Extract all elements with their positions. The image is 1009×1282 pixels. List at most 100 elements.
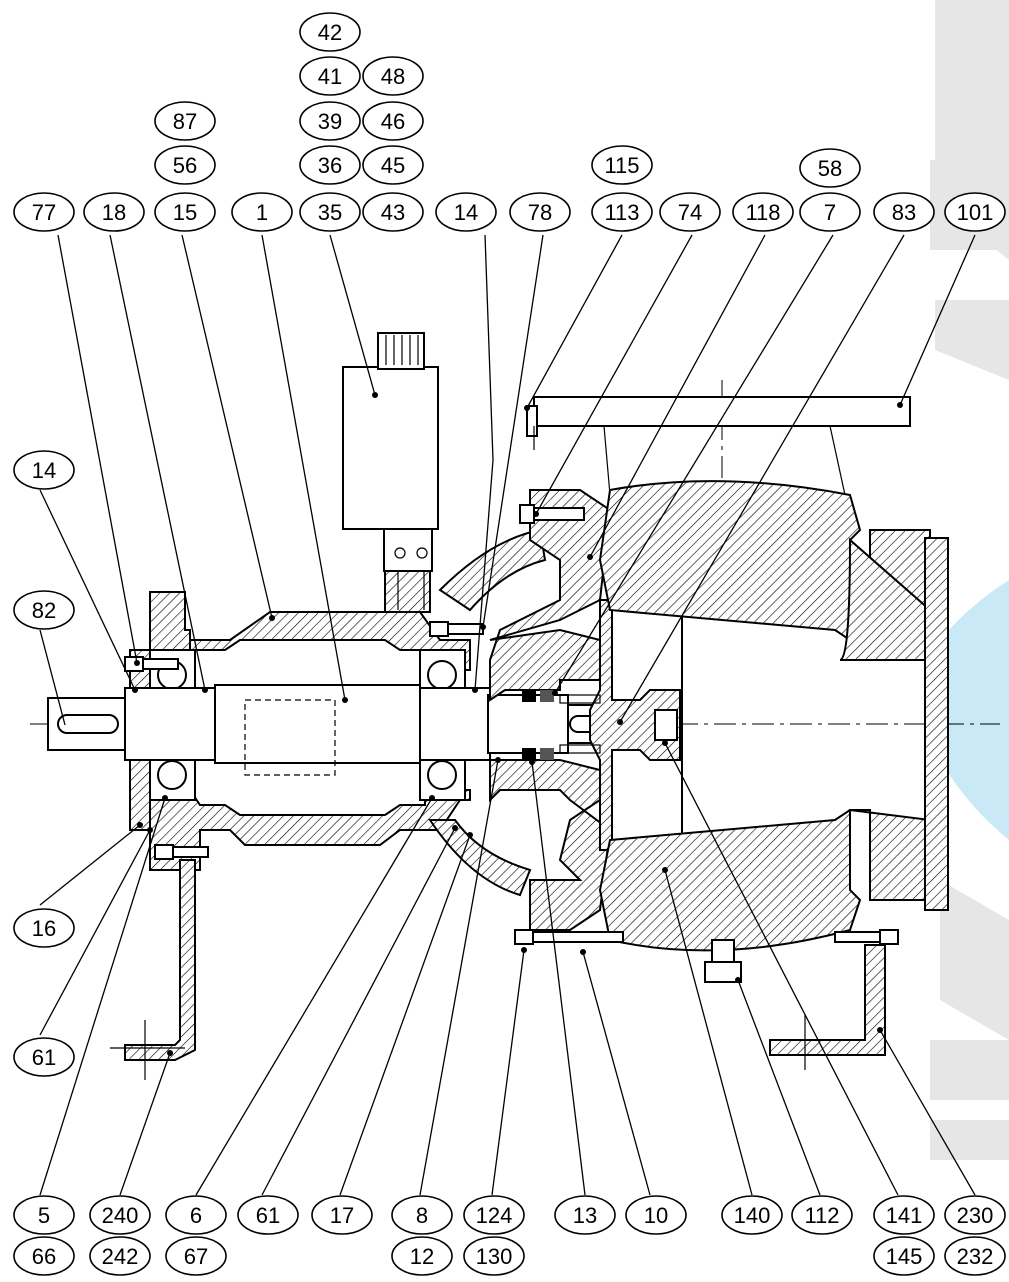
callout-label: 130 <box>476 1244 513 1269</box>
callout-label: 77 <box>32 200 56 225</box>
callout-77: 77 <box>13 192 75 232</box>
callout-label: 61 <box>32 1045 56 1070</box>
callout-label: 124 <box>476 1203 513 1228</box>
callout-36: 36 <box>299 145 361 185</box>
callout-label: 48 <box>381 64 405 89</box>
callout-label: 13 <box>573 1203 597 1228</box>
callout-74: 74 <box>659 192 721 232</box>
callout-label: 18 <box>102 200 126 225</box>
callout-15: 15 <box>154 192 216 232</box>
callout-141: 141 <box>873 1195 935 1235</box>
callout-48: 48 <box>362 56 424 96</box>
callout-78: 78 <box>509 192 571 232</box>
callout-label: 113 <box>604 200 639 225</box>
callout-label: 87 <box>173 109 197 134</box>
leader-lines <box>39 234 976 1196</box>
callout-label: 1 <box>256 200 268 225</box>
callout-145: 145 <box>873 1236 935 1276</box>
callout-label: 58 <box>818 156 842 181</box>
support-frame <box>526 396 911 496</box>
callout-14-top: 14 <box>435 192 497 232</box>
callout-7: 7 <box>799 192 861 232</box>
callout-18: 18 <box>83 192 145 232</box>
watermark-logo <box>930 0 1009 1160</box>
callout-35: 35 <box>299 192 361 232</box>
callout-66: 66 <box>13 1236 75 1276</box>
callout-label: 118 <box>745 200 780 225</box>
callout-87: 87 <box>154 101 216 141</box>
callout-82: 82 <box>13 590 75 630</box>
callout-17: 17 <box>311 1195 373 1235</box>
callout-83: 83 <box>873 192 935 232</box>
callout-6: 6 <box>165 1195 227 1235</box>
callout-10: 10 <box>625 1195 687 1235</box>
sensor-unit <box>342 332 439 610</box>
callout-12: 12 <box>391 1236 453 1276</box>
callout-label: 242 <box>102 1244 139 1269</box>
callout-label: 145 <box>886 1244 923 1269</box>
callout-39: 39 <box>299 101 361 141</box>
callout-label: 14 <box>32 458 56 483</box>
bracket-foot <box>124 859 196 1061</box>
callout-label: 67 <box>184 1244 208 1269</box>
callout-242: 242 <box>89 1236 151 1276</box>
callout-label: 10 <box>644 1203 668 1228</box>
callout-label: 82 <box>32 598 56 623</box>
callout-label: 66 <box>32 1244 56 1269</box>
callout-56: 56 <box>154 145 216 185</box>
callout-61-bottom: 61 <box>237 1195 299 1235</box>
callout-43: 43 <box>362 192 424 232</box>
callout-101: 101 <box>944 192 1006 232</box>
callout-115: 115 <box>591 145 653 185</box>
callout-124: 124 <box>463 1195 525 1235</box>
callout-8: 8 <box>391 1195 453 1235</box>
callout-label: 45 <box>381 153 405 178</box>
callout-label: 42 <box>318 20 342 45</box>
callout-label: 16 <box>32 916 56 941</box>
mechanical-seal <box>522 690 601 760</box>
callout-label: 17 <box>330 1203 354 1228</box>
callout-1: 1 <box>231 192 293 232</box>
callout-label: 112 <box>804 1203 839 1228</box>
callout-label: 39 <box>318 109 342 134</box>
callout-16: 16 <box>13 908 75 948</box>
callout-label: 115 <box>604 153 639 178</box>
callout-bubbles: 42 41 48 87 39 46 56 36 45 115 58 77 18 … <box>13 12 1006 1276</box>
callout-label: 14 <box>454 200 478 225</box>
callout-label: 240 <box>102 1203 139 1228</box>
callout-140: 140 <box>721 1195 783 1235</box>
callout-113: 113 <box>591 192 653 232</box>
callout-label: 35 <box>318 200 342 225</box>
callout-label: 141 <box>886 1203 923 1228</box>
callout-label: 78 <box>528 200 552 225</box>
callout-61-left: 61 <box>13 1037 75 1077</box>
callout-67: 67 <box>165 1236 227 1276</box>
adapter-arc <box>438 528 547 612</box>
callout-label: 232 <box>957 1244 994 1269</box>
callout-14-left: 14 <box>13 450 75 490</box>
callout-label: 140 <box>734 1203 771 1228</box>
callout-45: 45 <box>362 145 424 185</box>
callout-41: 41 <box>299 56 361 96</box>
callout-label: 41 <box>318 64 342 89</box>
callout-230: 230 <box>944 1195 1006 1235</box>
shaft <box>47 684 659 776</box>
callout-58: 58 <box>799 148 861 188</box>
callout-label: 101 <box>957 200 994 225</box>
callout-42: 42 <box>299 12 361 52</box>
callout-label: 83 <box>892 200 916 225</box>
callout-label: 61 <box>256 1203 280 1228</box>
volute-casing <box>598 480 949 983</box>
callout-46: 46 <box>362 101 424 141</box>
callout-label: 6 <box>190 1203 202 1228</box>
callout-label: 5 <box>38 1203 50 1228</box>
callout-label: 36 <box>318 153 342 178</box>
callout-13: 13 <box>554 1195 616 1235</box>
leader-dots <box>132 392 903 1056</box>
callout-label: 15 <box>173 200 197 225</box>
callout-5: 5 <box>13 1195 75 1235</box>
callout-label: 43 <box>381 200 405 225</box>
callout-label: 56 <box>173 153 197 178</box>
callout-118: 118 <box>732 192 794 232</box>
